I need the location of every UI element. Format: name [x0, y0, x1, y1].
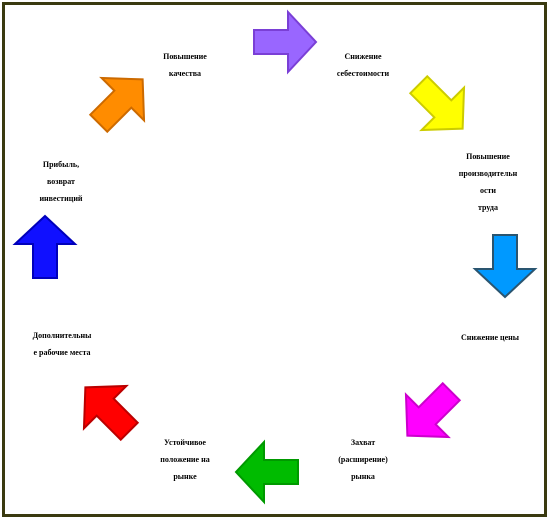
label-quality: Повышение качества: [163, 52, 207, 78]
label-price: Снижение цены: [460, 333, 520, 342]
arrow-position: [235, 441, 299, 503]
label-cost: Снижение себестоимости: [336, 52, 390, 78]
label-position: Устойчивое положение на рынке: [160, 438, 210, 481]
label-market: Захват (расширение) рынка: [338, 438, 388, 481]
arrow-jobs: [63, 365, 152, 454]
arrow-price: [474, 234, 536, 298]
label-productivity: Повышение производительн ости труда: [458, 152, 518, 212]
arrow-profit: [14, 215, 76, 279]
label-profit: Прибыль, возврат инвестиций: [39, 160, 83, 203]
label-jobs: Дополнительны е рабочие места: [32, 331, 92, 357]
arrow-cost: [253, 11, 317, 73]
arrow-productivity: [396, 62, 485, 151]
